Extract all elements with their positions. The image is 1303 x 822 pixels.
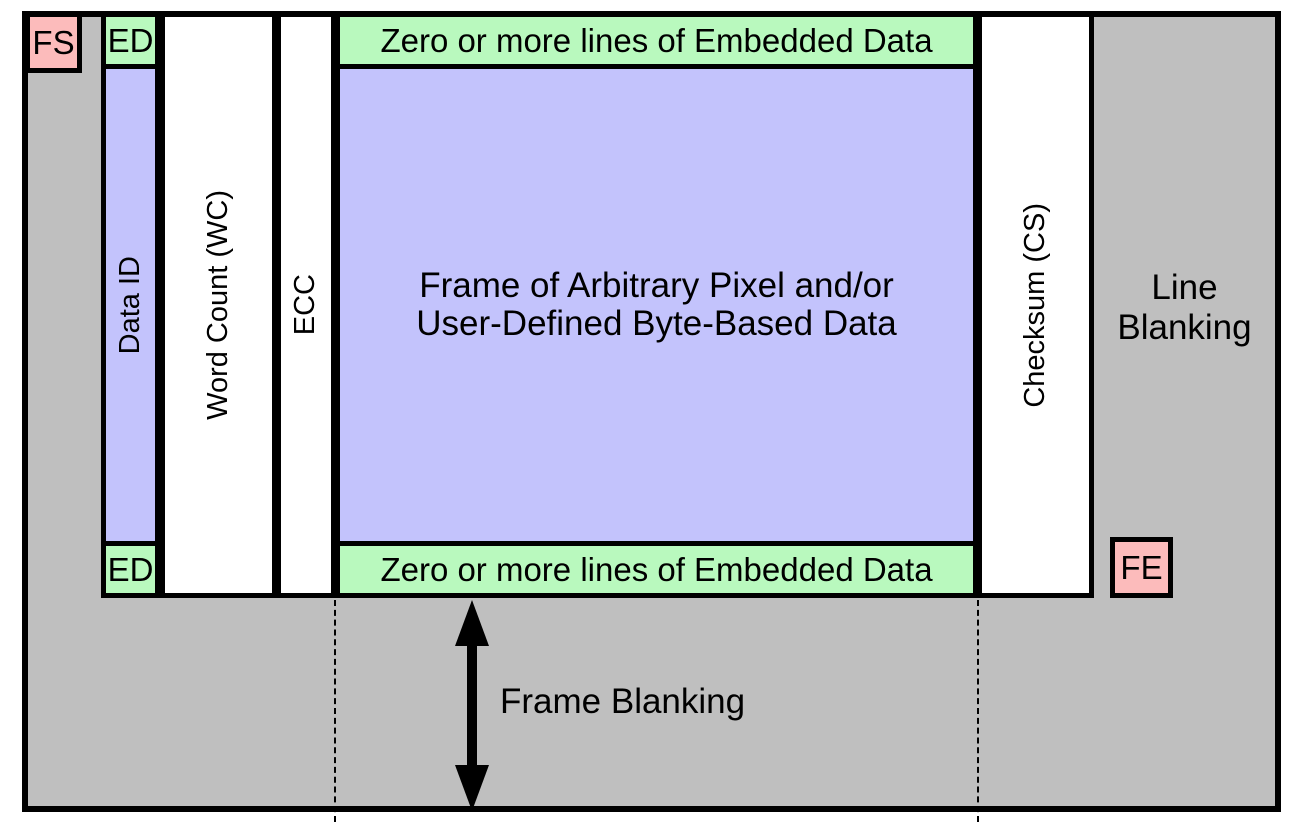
payload-block[interactable]: Frame of Arbitrary Pixel and/or User-Def… bbox=[335, 12, 978, 598]
ecc-column[interactable]: ECC bbox=[276, 12, 336, 598]
frame-start-label: FS bbox=[32, 23, 75, 61]
word-count-column[interactable]: Word Count (WC) bbox=[160, 12, 277, 598]
frame-end-block[interactable]: FE bbox=[1110, 537, 1173, 598]
frame-start-block[interactable]: FS bbox=[25, 12, 82, 73]
embedded-data-bottom-label: Zero or more lines of Embedded Data bbox=[380, 550, 933, 588]
data-id-label: Data ID bbox=[113, 255, 146, 355]
embedded-data-top-short-block[interactable]: ED bbox=[101, 12, 160, 69]
guide-line-right bbox=[977, 600, 979, 822]
line-blanking-region: Line Blanking bbox=[1094, 17, 1275, 598]
guide-line-left bbox=[334, 600, 336, 822]
frame-end-label: FE bbox=[1120, 548, 1163, 586]
line-blanking-line-2: Blanking bbox=[1117, 307, 1252, 347]
payload-line-1: Frame of Arbitrary Pixel and/or bbox=[419, 266, 894, 306]
checksum-label: Checksum (CS) bbox=[1018, 202, 1051, 408]
payload-text: Frame of Arbitrary Pixel and/or User-Def… bbox=[416, 267, 897, 343]
line-blanking-line-1: Line bbox=[1151, 267, 1218, 307]
payload-line-2: User-Defined Byte-Based Data bbox=[416, 304, 897, 343]
data-id-column[interactable]: Data ID bbox=[101, 12, 160, 598]
embedded-data-bottom-short-label: ED bbox=[107, 550, 154, 588]
line-blanking-text: Line Blanking bbox=[1117, 268, 1251, 348]
embedded-data-top-short-label: ED bbox=[107, 21, 154, 59]
embedded-data-top-block[interactable]: Zero or more lines of Embedded Data bbox=[335, 12, 978, 69]
frame-blanking-label-wrap: Frame Blanking bbox=[500, 672, 860, 732]
checksum-column[interactable]: Checksum (CS) bbox=[977, 12, 1094, 598]
ecc-label: ECC bbox=[289, 274, 322, 336]
embedded-data-bottom-short-block[interactable]: ED bbox=[101, 541, 160, 598]
embedded-data-top-label: Zero or more lines of Embedded Data bbox=[380, 21, 933, 59]
embedded-data-bottom-block[interactable]: Zero or more lines of Embedded Data bbox=[335, 541, 978, 598]
frame-blanking-arrow bbox=[455, 600, 489, 811]
word-count-label: Word Count (WC) bbox=[201, 190, 234, 420]
frame-blanking-label: Frame Blanking bbox=[500, 682, 746, 721]
